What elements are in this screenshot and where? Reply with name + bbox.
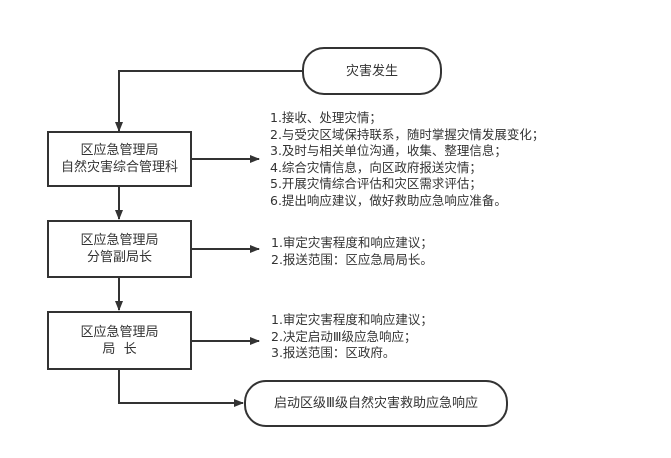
connector-step3-to-end xyxy=(118,369,244,407)
connector-start-to-step1 xyxy=(115,70,303,132)
note-item: 5.开展灾情综合评估和灾区需求评估； xyxy=(270,176,482,191)
step-3-line-1: 区应急管理局 xyxy=(80,324,159,340)
note-item: 2.报送范围：区应急局局长。 xyxy=(271,251,433,267)
step-3-line-2: 局 长 xyxy=(102,341,137,357)
step-2-notes: 1.审定灾害程度和响应建议； 2.报送范围：区应急局局长。 xyxy=(271,235,433,268)
start-label: 灾害发生 xyxy=(345,63,398,79)
note-item: 2.与受灾区域保持联系，随时掌握灾情发展变化； xyxy=(270,126,545,142)
start-node: 灾害发生 xyxy=(302,47,442,95)
step-1-line-1: 区应急管理局 xyxy=(80,143,159,158)
end-node: 启动区级Ⅲ级自然灾害救助应急响应 xyxy=(244,380,508,427)
note-item: 1.审定灾害程度和响应建议； xyxy=(271,235,433,250)
step-2-line-2: 分管副局长 xyxy=(86,250,152,265)
step-node-3: 区应急管理局 局 长 xyxy=(47,311,192,370)
note-item: 3.报送范围：区政府。 xyxy=(271,345,396,360)
end-label: 启动区级Ⅲ级自然灾害救助应急响应 xyxy=(274,396,478,411)
step-3-notes: 1.审定灾害程度和响应建议； 2.决定启动Ⅲ级应急响应； 3.报送范围：区政府。 xyxy=(271,312,433,362)
step-2-line-1: 区应急管理局 xyxy=(80,233,159,248)
step-node-2: 区应急管理局 分管副局长 xyxy=(47,220,192,278)
note-item: 2.决定启动Ⅲ级应急响应； xyxy=(271,328,417,344)
note-item: 1.接收、处理灾情； xyxy=(270,110,382,125)
note-item: 3.及时与相关单位沟通，收集、整理信息； xyxy=(270,143,507,158)
note-item: 4.综合灾情信息，向区政府报送灾情； xyxy=(270,159,482,175)
step-1-line-2: 自然灾害综合管理科 xyxy=(60,160,178,175)
step-node-1: 区应急管理局 自然灾害综合管理科 xyxy=(47,131,192,187)
note-item: 1.审定灾害程度和响应建议； xyxy=(271,312,433,327)
note-item: 6.提出响应建议，做好救助应急响应准备。 xyxy=(270,192,507,208)
step-1-notes: 1.接收、处理灾情； 2.与受灾区域保持联系，随时掌握灾情发展变化； 3.及时与… xyxy=(270,110,544,209)
